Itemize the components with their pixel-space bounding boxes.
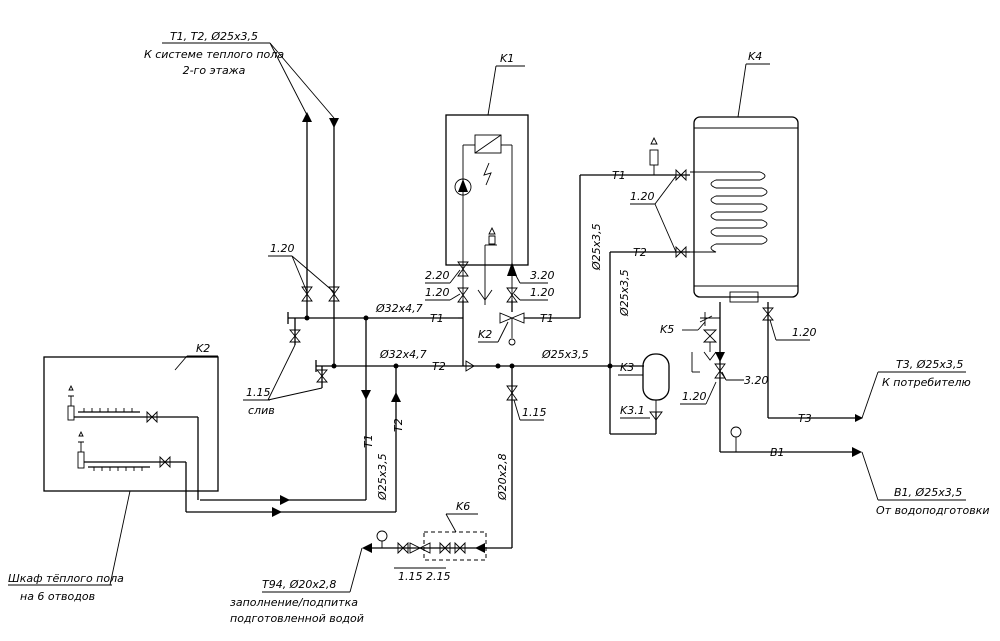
- valve-icon: [454, 541, 466, 555]
- k5-label: K5: [660, 323, 674, 336]
- safety-valve-icon: [699, 312, 720, 326]
- valve-icon: [457, 287, 469, 303]
- t1-label: T1: [540, 312, 554, 325]
- t2-vert-label: T2: [392, 418, 405, 432]
- b1-label: B1: [770, 446, 785, 459]
- valve-label: 1.20: [530, 286, 555, 299]
- valve-icon: [506, 385, 518, 401]
- drain-label: слив: [248, 404, 275, 417]
- valve-label: 1.15: [398, 570, 423, 583]
- valve-icon: [146, 410, 158, 424]
- pipe-size-label: Ø25x3,5: [590, 223, 603, 271]
- pipe-size-label: Ø25x3,5: [618, 269, 631, 317]
- valve-icon: [159, 455, 171, 469]
- valve-icon: [714, 363, 726, 379]
- main-manifold: Ø32x4,7 T1 Ø32x4,7 T2 Ø25x3,5 1.15 слив: [243, 302, 610, 417]
- valve-label: 1.20: [270, 242, 295, 255]
- valve-icon: [649, 411, 663, 421]
- check-valve-icon: [465, 360, 475, 372]
- t3-dest: К потребителю: [882, 376, 971, 389]
- makeup-line: 1.15 Ø20x2,8 K6 1.15 2.15 T94, Ø20x2,8 з…: [230, 366, 547, 625]
- t1-vert-label: T1: [362, 434, 375, 448]
- valve-label: 3.20: [744, 374, 769, 387]
- valve-label: 2.20: [425, 269, 450, 282]
- valve-label: 1.20: [425, 286, 450, 299]
- t2-label: T2: [633, 246, 647, 259]
- valve-label: 3.20: [530, 269, 555, 282]
- cabinet-feed-pipes: T1 T2 Ø25x3,5: [186, 318, 405, 517]
- check-valve-icon: [409, 542, 431, 554]
- t1-label: T1: [430, 312, 444, 325]
- valve-icon: [457, 261, 469, 277]
- valve-icon: [301, 286, 340, 302]
- valve-label: 1.15: [246, 386, 271, 399]
- pipe-size-label: Ø25x3,5: [541, 348, 589, 361]
- t3-title: T3, Ø25x3,5: [896, 358, 963, 371]
- boiler-k1: K1 2.20 3.20 1.20 1.20: [425, 52, 580, 366]
- valve-icon: [506, 287, 518, 303]
- pipe-size-label: Ø20x2,8: [496, 453, 509, 501]
- drain-valve-icon: [316, 369, 328, 383]
- heater-icon: [474, 134, 502, 154]
- k4-label: K4: [748, 50, 762, 63]
- valve-icon: [439, 541, 451, 555]
- valve-icon: [397, 541, 409, 555]
- return-arrow-icon: [329, 118, 339, 128]
- pipe-size-label: Ø32x4,7: [375, 302, 423, 315]
- k6-label: K6: [456, 500, 470, 513]
- t1-label: T1: [612, 169, 626, 182]
- valve-icon: [675, 245, 687, 259]
- supply-arrow-icon: [302, 112, 312, 122]
- gauge-icon: [376, 530, 388, 542]
- valve-label: 1.15: [522, 406, 547, 419]
- t94-title: T94, Ø20x2,8: [262, 578, 336, 591]
- drain-valve-icon: [289, 329, 301, 343]
- pipe-size-label: Ø25x3,5: [376, 453, 389, 501]
- heat-coil-icon: [690, 171, 768, 253]
- pipe-size-label: Ø32x4,7: [379, 348, 427, 361]
- k31-label: K3.1: [620, 404, 645, 417]
- t94-line2: заполнение/подпитка: [230, 596, 358, 609]
- valve-label: 1.20: [792, 326, 817, 339]
- floor-heating-riser: T1, T2, Ø25x3,5 К системе теплого пола 2…: [144, 30, 340, 368]
- k3-label: K3: [620, 361, 634, 374]
- cabinet-caption-line1: Шкаф тёплого пола: [8, 572, 124, 585]
- k1-label: K1: [500, 52, 514, 65]
- valve-icon: [762, 307, 774, 321]
- valve-label: 2.15: [426, 570, 451, 583]
- floor-heating-title: T1, T2, Ø25x3,5: [170, 30, 258, 43]
- coil-supply-line: Ø25x3,5 T1 Ø25x3,5 T2 1.20: [579, 136, 690, 369]
- expansion-tank-k3: K3 K3.1: [609, 353, 670, 435]
- valve-label: 1.20: [682, 390, 707, 403]
- floor-heating-line3: 2-го этажа: [183, 64, 246, 77]
- valve-label: 1.20: [630, 190, 655, 203]
- t2-label: T2: [432, 360, 446, 373]
- cabinet-caption-line2: на 6 отводов: [20, 590, 95, 603]
- k2-cabinet-label: K2: [196, 342, 210, 355]
- b1-source: От водоподготовки: [876, 504, 990, 517]
- floor-heating-cabinet: K2 Шкаф тёплого пола: [8, 342, 219, 603]
- water-heater-k4: K4 1.20 T3 T3, Ø25x3,5 К потребителю B1 …: [660, 50, 990, 517]
- t94-line3: подготовленной водой: [230, 612, 364, 625]
- gauge-icon: [730, 426, 742, 438]
- lightning-icon: [483, 162, 492, 186]
- mixer-label: K2: [478, 328, 492, 341]
- t3-label: T3: [798, 412, 812, 425]
- floor-heating-line2: К системе теплого пола: [144, 48, 284, 61]
- b1-title: B1, Ø25x3,5: [894, 486, 962, 499]
